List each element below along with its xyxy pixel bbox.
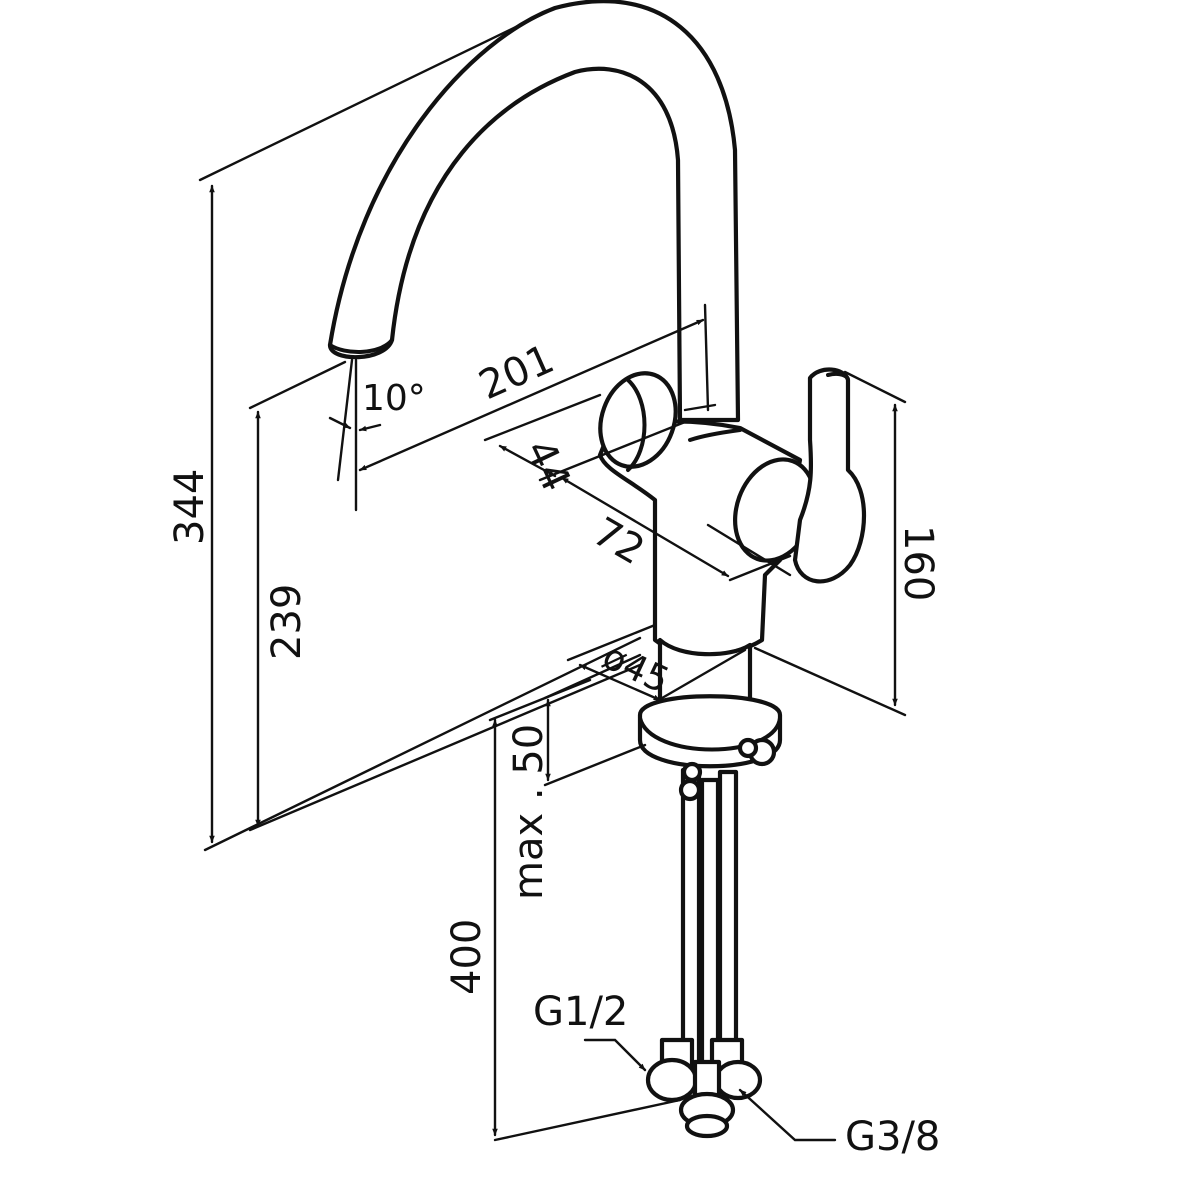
label-160: 160: [895, 525, 941, 601]
label-201: 201: [472, 336, 560, 409]
spout: [327, 0, 741, 423]
label-max-50: max . 50: [506, 724, 552, 900]
label-72: 72: [585, 509, 652, 574]
label-239: 239: [264, 584, 310, 660]
hose-fittings: [645, 1037, 763, 1139]
label-44: 44: [516, 433, 579, 499]
label-344: 344: [167, 469, 213, 545]
label-g12: G1/2: [533, 989, 628, 1035]
dimensions: [198, 6, 907, 1142]
label-10-deg: 10°: [362, 378, 426, 419]
hoses: [678, 761, 739, 1073]
label-g38: G3/8: [845, 1114, 940, 1160]
label-400: 400: [444, 919, 490, 995]
faucet: [327, 0, 866, 1139]
